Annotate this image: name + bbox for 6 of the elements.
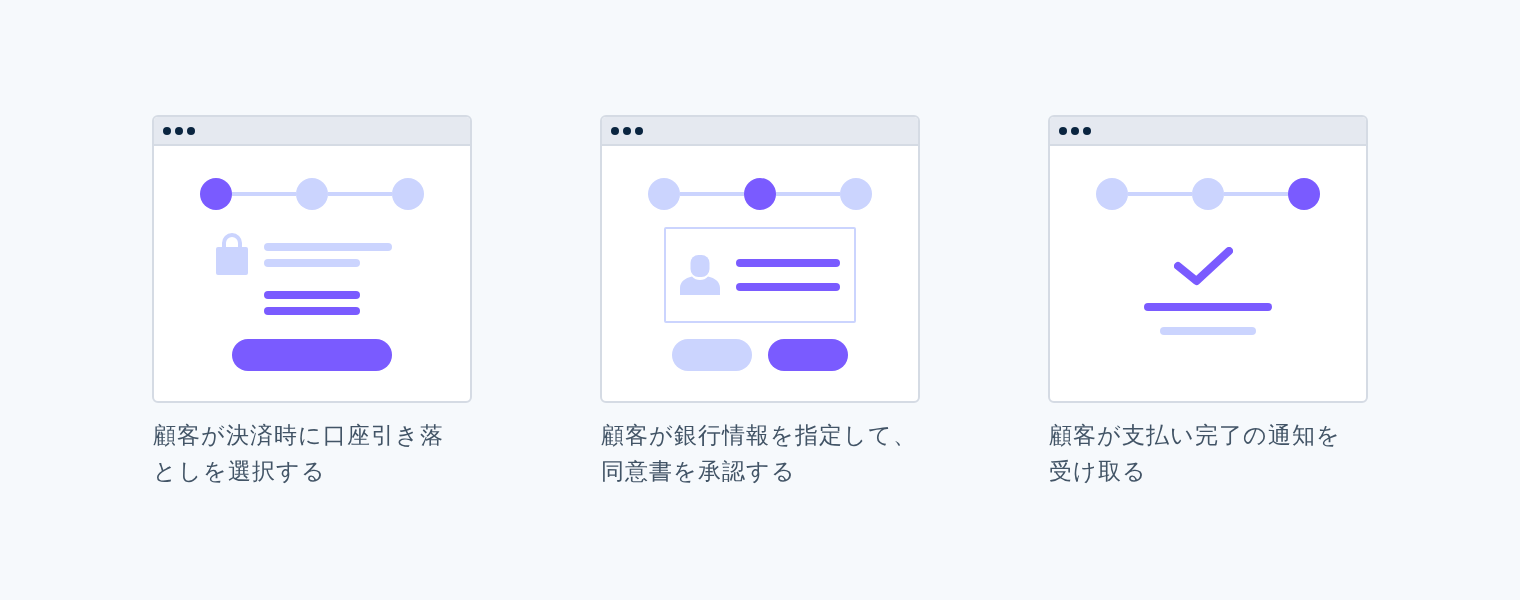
browser-window-drawing [1048, 115, 1368, 403]
step-description: 顧客が支払い完了の通知を受け取る [1049, 421, 1341, 486]
step-description: 顧客が決済時に口座引き落としを選択する [153, 421, 445, 486]
step-description: 顧客が銀行情報を指定して、同意書を承認する [601, 421, 917, 486]
browser-window-drawing [600, 115, 920, 403]
browser-window-drawing [152, 115, 472, 403]
